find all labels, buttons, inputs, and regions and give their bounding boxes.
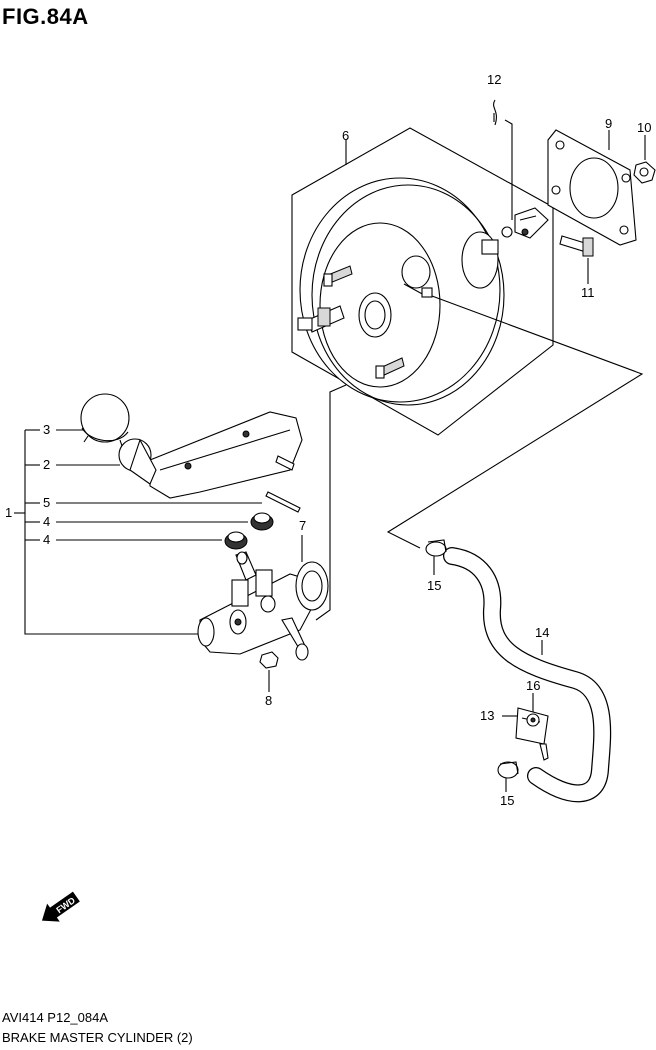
figure-code: AVI414 P12_084A xyxy=(2,1010,109,1025)
callout-1: 1 xyxy=(5,505,12,520)
callout-13: 13 xyxy=(480,708,494,723)
pin-11 xyxy=(559,235,594,257)
nut-8 xyxy=(259,651,279,669)
callout-7: 7 xyxy=(299,518,306,533)
grommet-lower xyxy=(224,531,248,550)
booster-assembly xyxy=(291,99,656,436)
vacuum-hose-group xyxy=(386,295,644,803)
callout-4a: 4 xyxy=(43,514,50,529)
callout-14: 14 xyxy=(535,625,549,640)
callout-8: 8 xyxy=(265,693,272,708)
callout-12: 12 xyxy=(487,72,501,87)
callout-10: 10 xyxy=(637,120,651,135)
callout-16: 16 xyxy=(526,678,540,693)
master-cylinder-body xyxy=(197,551,329,661)
reservoir-cap xyxy=(80,393,130,447)
figure-name: BRAKE MASTER CYLINDER (2) xyxy=(2,1030,193,1045)
callout-5: 5 xyxy=(43,495,50,510)
hose-clamp-lower xyxy=(497,761,519,779)
grommet-upper xyxy=(250,512,274,531)
master-cylinder-group xyxy=(14,393,329,692)
reservoir-pin xyxy=(265,491,301,513)
hose-clamp-upper xyxy=(425,539,447,557)
callout-15b: 15 xyxy=(500,793,514,808)
callout-15a: 15 xyxy=(427,578,441,593)
callout-11: 11 xyxy=(581,285,595,300)
hose-bracket xyxy=(515,707,549,761)
clevis-bracket xyxy=(501,207,549,239)
nut-10 xyxy=(633,161,656,184)
fwd-arrow: FWD xyxy=(41,891,80,922)
callout-9: 9 xyxy=(605,116,612,131)
gasket xyxy=(547,129,637,246)
stud-upper xyxy=(323,265,353,287)
callout-4b: 4 xyxy=(43,532,50,547)
pushrod xyxy=(297,305,345,333)
callout-3: 3 xyxy=(43,422,50,437)
figure-title: FIG.84A xyxy=(2,4,89,29)
callout-6: 6 xyxy=(342,128,349,143)
reservoir xyxy=(118,411,303,499)
callout-2: 2 xyxy=(43,457,50,472)
stud-lower xyxy=(375,357,405,379)
